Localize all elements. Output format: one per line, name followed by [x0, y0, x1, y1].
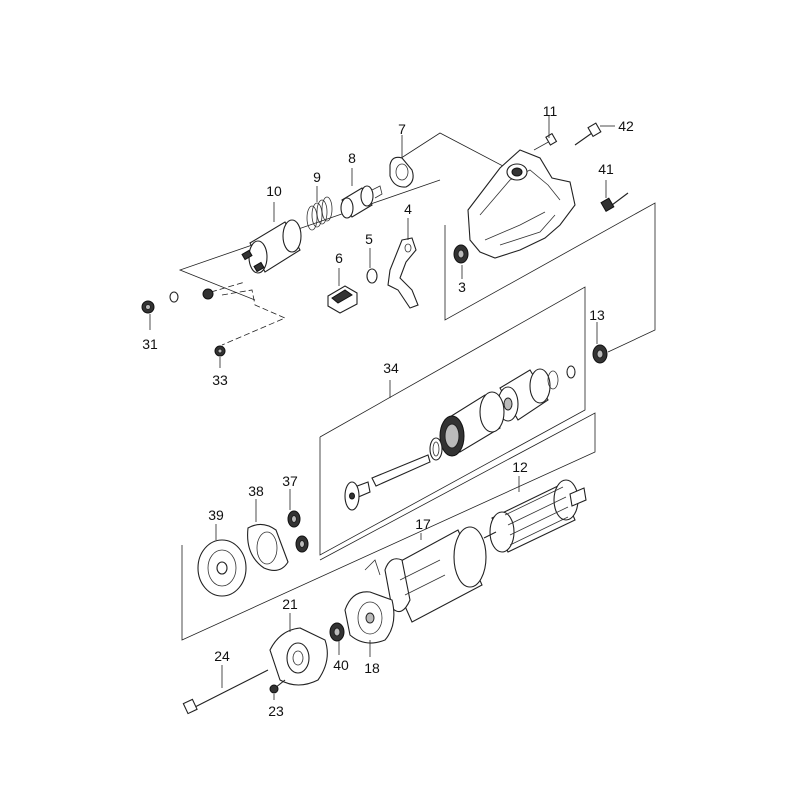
- part-40-bearing: [329, 622, 345, 655]
- part-9-spring: [306, 186, 333, 231]
- part-33-nut: [214, 345, 226, 368]
- part-8-plunger: [340, 168, 383, 219]
- part-34-gear-assembly: [344, 368, 559, 511]
- callout-24: 24: [214, 648, 230, 664]
- callout-21: 21: [282, 596, 298, 612]
- part-5-washer: [366, 248, 378, 284]
- part-41-bolt: [600, 180, 629, 213]
- part-23-screw: [269, 679, 286, 700]
- callout-38: 38: [248, 483, 264, 499]
- callout-3: 3: [458, 279, 466, 295]
- callout-6: 6: [335, 250, 343, 266]
- part-7-gasket: [389, 135, 414, 188]
- callout-42: 42: [618, 118, 634, 134]
- part-38-shield-plate: [247, 499, 289, 571]
- callout-labels: 3 4 5 6 7 8 9 10 11 12 13 17 18 21 23 24…: [142, 103, 634, 719]
- callout-33: 33: [212, 372, 228, 388]
- part-24-through-bolt: [182, 665, 269, 715]
- callout-11: 11: [543, 103, 558, 119]
- callout-31: 31: [142, 336, 158, 352]
- part-12-armature: [483, 476, 587, 553]
- part-42-bolt: [574, 122, 615, 146]
- callout-40: 40: [333, 657, 349, 673]
- part-11-bolt: [533, 116, 558, 151]
- part-3-pinion-gear: [453, 244, 469, 279]
- callout-12: 12: [512, 459, 528, 475]
- drive-end-housing: [467, 149, 576, 259]
- callout-34: 34: [383, 360, 399, 376]
- part-37-planet-gears: [287, 489, 309, 553]
- callout-17: 17: [415, 516, 431, 532]
- callout-10: 10: [266, 183, 282, 199]
- part-31-nut: [141, 288, 214, 330]
- part-18-brush-holder: [344, 559, 395, 657]
- callout-39: 39: [208, 507, 224, 523]
- callout-41: 41: [598, 161, 614, 177]
- part-21-end-cover: [269, 613, 328, 686]
- part-39-plate: [197, 524, 247, 597]
- callout-23: 23: [268, 703, 284, 719]
- part-6-pivot-block: [327, 268, 358, 314]
- callout-8: 8: [348, 150, 356, 166]
- callout-37: 37: [282, 473, 298, 489]
- part-13-bearing: [566, 322, 608, 379]
- part-17-yoke: [384, 526, 487, 623]
- callout-9: 9: [313, 169, 321, 185]
- callout-7: 7: [398, 121, 406, 137]
- part-10-solenoid-switch: [241, 202, 302, 274]
- callout-13: 13: [589, 307, 605, 323]
- part-4-shift-lever: [387, 218, 419, 309]
- callout-4: 4: [404, 201, 412, 217]
- assembly-outline-lines: [178, 132, 656, 641]
- callout-18: 18: [364, 660, 380, 676]
- callout-5: 5: [365, 231, 373, 247]
